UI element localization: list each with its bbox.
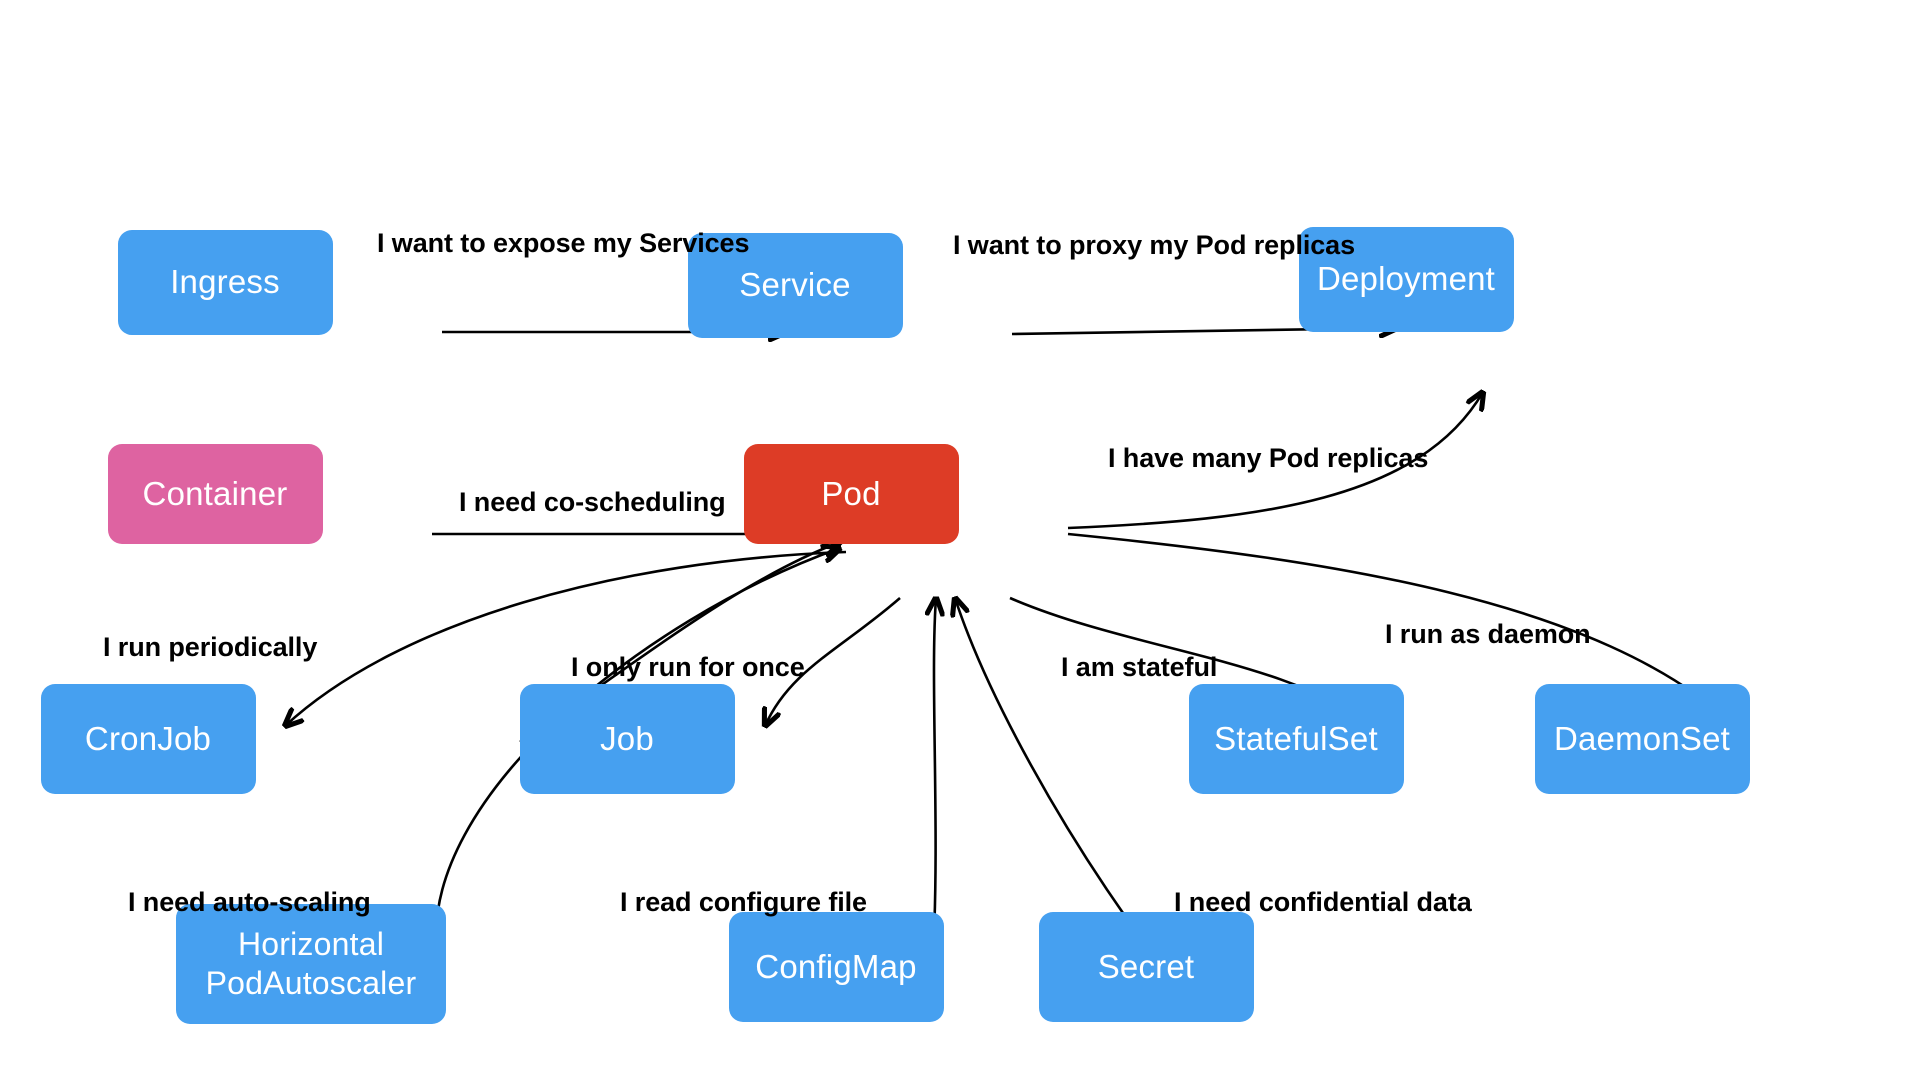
- lbl-daemon: I run as daemon: [1385, 619, 1591, 649]
- node-statefulset[interactable]: StatefulSet: [1188, 684, 1404, 794]
- lbl-expose: I want to expose my Services: [377, 228, 750, 258]
- node-configmap[interactable]: ConfigMap: [728, 912, 944, 1022]
- node-container[interactable]: Container: [107, 444, 323, 544]
- edge-secret-pod: [955, 598, 1156, 957]
- lbl-autoscaling: I need auto-scaling: [128, 887, 371, 917]
- edge-pod-job: [765, 597, 901, 726]
- lbl-cosched: I need co-scheduling: [459, 487, 726, 517]
- lbl-confidential: I need confidential data: [1174, 887, 1472, 917]
- edge-configmap-pod: [933, 598, 936, 957]
- lbl-stateful: I am stateful: [1061, 652, 1218, 682]
- node-job[interactable]: Job: [519, 684, 735, 794]
- lbl-once: I only run for once: [571, 652, 805, 682]
- node-pod[interactable]: Pod: [743, 444, 959, 544]
- node-ingress[interactable]: Ingress: [117, 229, 333, 335]
- lbl-proxy: I want to proxy my Pod replicas: [953, 230, 1356, 260]
- edge-pod-deployment: [1067, 392, 1483, 530]
- node-secret[interactable]: Secret: [1038, 912, 1254, 1022]
- edge-pod-cronjob: [285, 550, 847, 726]
- node-deployment[interactable]: Deployment: [1298, 226, 1514, 332]
- node-daemonset[interactable]: DaemonSet: [1534, 684, 1750, 794]
- lbl-replicas: I have many Pod replicas: [1108, 443, 1429, 473]
- edge-pod-daemonset: [1067, 532, 1735, 726]
- lbl-periodic: I run periodically: [103, 632, 318, 662]
- node-cronjob[interactable]: CronJob: [40, 684, 256, 794]
- node-service[interactable]: Service: [687, 232, 903, 338]
- lbl-configure: I read configure file: [620, 887, 867, 917]
